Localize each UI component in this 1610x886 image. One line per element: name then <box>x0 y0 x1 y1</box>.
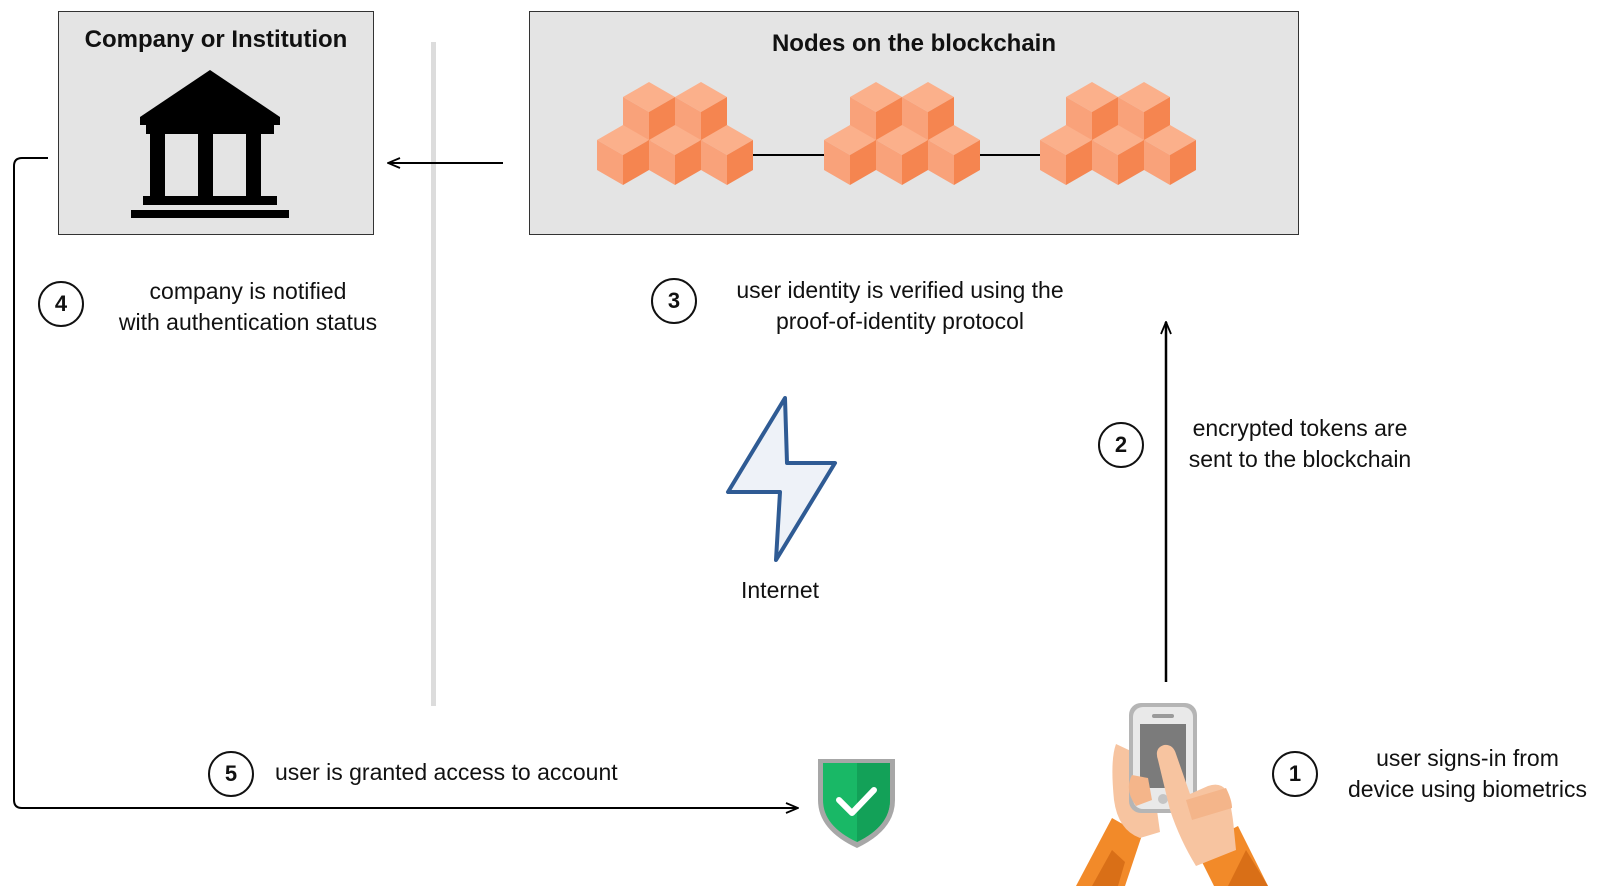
step-1-line-1: user signs-in from <box>1376 745 1559 771</box>
company-box-title: Company or Institution <box>84 26 348 53</box>
company-box: Company or Institution <box>58 11 374 235</box>
blockchain-node-1 <box>597 82 753 185</box>
step-4-line-1: company is notified <box>149 278 347 304</box>
step-5-badge: 5 <box>208 751 254 797</box>
step-3-line-1: user identity is verified using the <box>736 277 1064 303</box>
vertical-divider <box>431 42 436 706</box>
step-3-line-2: proof-of-identity protocol <box>775 308 1024 334</box>
step-2-label: encrypted tokens are sent to the blockch… <box>1175 413 1425 475</box>
node-cube <box>824 125 876 185</box>
step-4-line-2: with authentication status <box>118 309 378 335</box>
step-1-badge: 1 <box>1272 751 1318 797</box>
step-3-badge: 3 <box>651 278 697 324</box>
node-clusters <box>597 82 1196 185</box>
step-3-label: user identity is verified using the proo… <box>720 275 1080 337</box>
bank-building-icon <box>131 70 289 218</box>
blockchain-node-2 <box>824 82 980 185</box>
arrow-company-to-user <box>13 157 798 808</box>
node-cube <box>1040 125 1092 185</box>
node-cube <box>597 125 649 185</box>
internet-label: Internet <box>741 577 819 603</box>
lightning-bolt-icon <box>726 396 837 562</box>
shield-check-icon <box>818 759 895 848</box>
step-4-badge: 4 <box>38 281 84 327</box>
node-cube <box>649 125 701 185</box>
step-2-line-2: sent to the blockchain <box>1188 446 1412 472</box>
node-cube <box>876 125 928 185</box>
step-1-line-2: device using biometrics <box>1347 776 1588 802</box>
step-2-badge: 2 <box>1098 422 1144 468</box>
hand-phone-icon <box>1076 703 1268 886</box>
node-cube <box>1092 125 1144 185</box>
blockchain-node-3 <box>1040 82 1196 185</box>
nodes-box-title: Nodes on the blockchain <box>771 30 1057 57</box>
node-cube <box>928 125 980 185</box>
node-cube <box>1144 125 1196 185</box>
step-1-label: user signs-in from device using biometri… <box>1335 743 1600 805</box>
step-5-label: user is granted access to account <box>275 759 618 785</box>
node-cube <box>701 125 753 185</box>
step-4-label: company is notified with authentication … <box>103 276 393 338</box>
step-2-line-1: encrypted tokens are <box>1192 415 1408 441</box>
